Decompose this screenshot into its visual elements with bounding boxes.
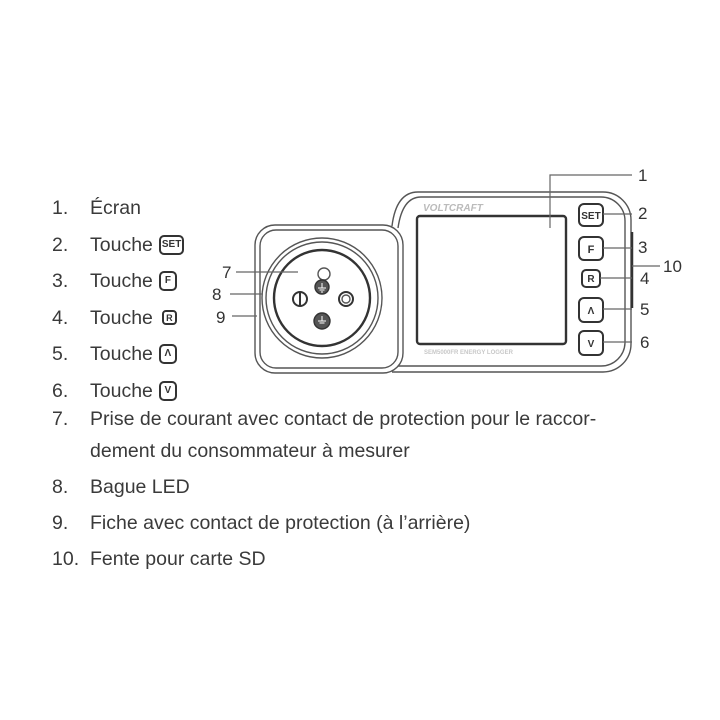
callout-6: 6 xyxy=(640,333,649,352)
legend-item-sd-slot: 10. Fente pour carte SD xyxy=(52,548,266,570)
callout-7: 7 xyxy=(222,263,231,282)
legend-item-plug: 9. Fiche avec contact de protection (à l… xyxy=(52,512,471,534)
legend-item-screen: 1. Écran xyxy=(52,197,141,219)
down-key-icon: V xyxy=(158,380,177,401)
legend-item-down-key: 6. Touche V xyxy=(52,373,184,410)
device-set-button: SET xyxy=(581,211,600,222)
legend-item-set-key: 2. Touche SET xyxy=(52,227,185,264)
device-up-button: Λ xyxy=(588,306,595,317)
callout-2: 2 xyxy=(638,204,647,223)
callout-1: 1 xyxy=(638,166,647,185)
legend-item-led-ring: 8. Bague LED xyxy=(52,476,190,498)
legend-item-f-key: 3. Touche F xyxy=(52,263,184,300)
legend-list: 1. Écran 2. Touche SET 3. Touche F 4. To… xyxy=(52,190,185,410)
legend-list-long: 7. Prise de courant avec contact de prot… xyxy=(52,403,596,579)
brand-logo: VOLTCRAFT xyxy=(423,203,484,214)
model-label: SEM5000FR ENERGY LOGGER xyxy=(424,350,514,356)
device-f-button: F xyxy=(588,244,595,256)
legend-item-r-key: 4. Touche R xyxy=(52,300,184,337)
set-key-icon: SET xyxy=(158,234,185,255)
device-down-button: V xyxy=(588,339,595,350)
callout-9: 9 xyxy=(216,308,225,327)
f-key-icon: F xyxy=(158,271,177,292)
callout-8: 8 xyxy=(212,285,221,304)
callout-3: 3 xyxy=(638,238,647,257)
callout-5: 5 xyxy=(640,300,649,319)
callout-4: 4 xyxy=(640,269,649,288)
up-key-icon: Λ xyxy=(158,344,177,365)
legend-item-up-key: 5. Touche Λ xyxy=(52,336,184,373)
legend-item-socket: 7. Prise de courant avec contact de prot… xyxy=(52,408,597,462)
callout-10: 10 xyxy=(663,257,682,276)
device-r-button: R xyxy=(587,274,595,285)
r-key-icon: R xyxy=(161,310,177,326)
